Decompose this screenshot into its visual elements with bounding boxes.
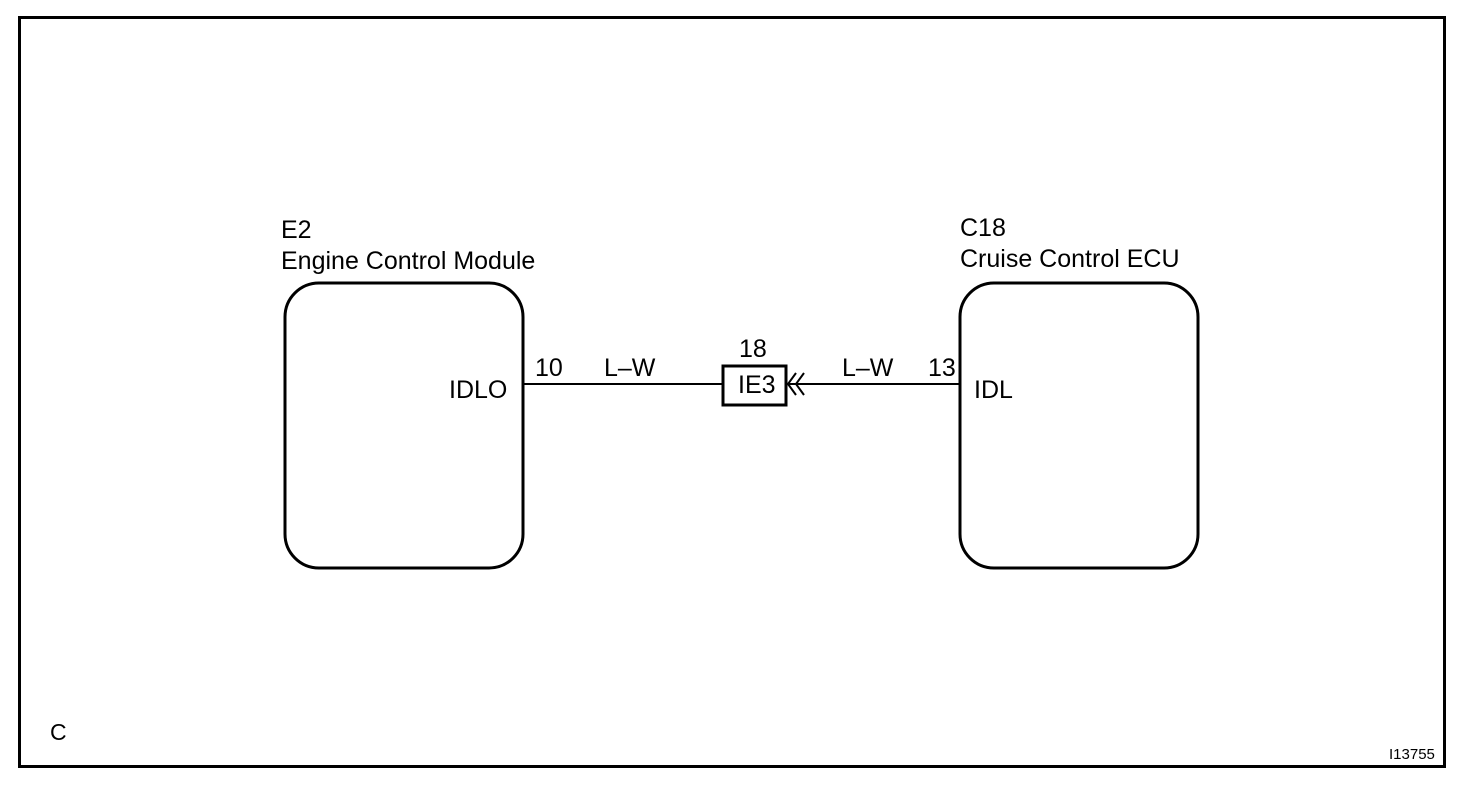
cruise-ecu-box <box>958 281 1200 570</box>
figure-id: I13755 <box>1389 746 1435 763</box>
wire-left-color: L–W <box>604 354 656 382</box>
cruise-ecu-terminal-name: IDL <box>974 376 1013 404</box>
cruise-ecu-code: C18 <box>960 214 1006 242</box>
wire-right-color: L–W <box>842 354 894 382</box>
connector-pin: 18 <box>739 335 767 363</box>
ecm-box <box>283 281 525 570</box>
connector-ie3-box <box>721 364 788 407</box>
diagram-frame <box>18 16 1446 768</box>
cruise-ecu-name: Cruise Control ECU <box>960 245 1180 273</box>
cruise-ecu-pin: 13 <box>928 354 956 382</box>
corner-letter: C <box>50 719 67 745</box>
ecm-code: E2 <box>281 216 312 244</box>
ecm-pin: 10 <box>535 354 563 382</box>
connector-code: IE3 <box>738 371 776 399</box>
ecm-name: Engine Control Module <box>281 247 536 275</box>
ecm-terminal-name: IDLO <box>449 376 508 404</box>
